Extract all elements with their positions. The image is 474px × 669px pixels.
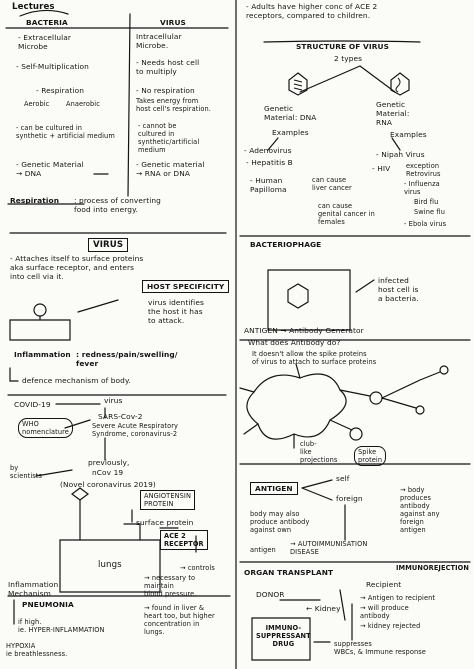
virus-box: VIRUS — [88, 238, 129, 252]
inflammation-mechanism: Inflammation Mechanism — [8, 580, 59, 598]
sars-cov-2: SARS-Cov-2 — [98, 412, 143, 421]
antigen-to-recipient: → Antigen to recipient — [360, 594, 436, 602]
bacteria-anaerobic: Anaerobic — [66, 100, 100, 108]
virus-energy: Takes energy from host cell's respiratio… — [136, 97, 211, 113]
respiration-label: Respiration — [10, 196, 60, 205]
covid-virus: virus — [104, 396, 123, 405]
will-produce: → will produce antibody — [360, 604, 409, 620]
necessary-bp: → necessary to maintain blood pressure. — [144, 574, 197, 598]
heading-lectures: Lectures — [12, 2, 55, 12]
inflammation-defence: defence mechanism of body. — [22, 376, 131, 385]
hepatitis-b: - Hepatitis B — [246, 158, 293, 167]
swine-flu: Swine flu — [414, 208, 445, 216]
adenovirus: - Adenovirus — [244, 146, 292, 155]
virus-genetic: - Genetic material → RNA or DNA — [136, 160, 205, 178]
hypoxia: HYPOXIA ie breathlessness. — [6, 642, 68, 658]
severe-acute: Severe Acute Respiratory Syndrome, coron… — [92, 422, 179, 438]
organ-transplant: ORGAN TRANSPLANT — [244, 568, 334, 577]
bacteria-aerobic: Aerobic — [24, 100, 50, 108]
what-antibody: What does Antibody do? — [248, 338, 341, 347]
antibody-does: It doesn't allow the spike proteins of v… — [252, 350, 377, 366]
inflammation-signs: : redness/pain/swelling/ fever — [76, 350, 178, 368]
donor: DONOR — [256, 590, 285, 599]
bacteria-self-multiplication: - Self-Multiplication — [16, 62, 89, 71]
respiration-definition: : process of converting food into energy… — [74, 196, 161, 214]
infected-host: infected host cell is a bacteria. — [378, 276, 419, 303]
spike-protein: Spike protein — [354, 446, 387, 466]
bacteria-cultured: - can be cultured in synthetic + artific… — [16, 124, 115, 140]
inflammation-label: Inflammation — [14, 350, 71, 359]
kidney: ← Kidney — [306, 604, 341, 613]
host-specificity-text: virus identifies the host it has to atta… — [148, 298, 204, 325]
bacteria-genetic: - Genetic Material → DNA — [16, 160, 84, 178]
ebola: - Ebola virus — [404, 220, 447, 228]
virus-needs-host: - Needs host cell to multiply — [136, 58, 200, 76]
hiv: - HIV — [372, 164, 391, 173]
controls: → controls — [180, 564, 215, 572]
virus-attach: - Attaches itself to surface proteins ak… — [10, 254, 144, 281]
influenza: - Influenza virus — [404, 180, 440, 196]
can-cause-liver: can cause liver cancer — [312, 176, 352, 192]
suppresses: suppresses WBCs, & Immune response — [334, 640, 426, 656]
previously: previously, — [88, 458, 130, 467]
nipah: - Nipah Virus — [376, 150, 425, 159]
surface-protein: surface protein — [136, 518, 194, 527]
dna-virus-icon — [288, 72, 308, 96]
genetic-rna: Genetic Material: RNA — [376, 100, 410, 127]
foreign-body: → body produces antibody against any for… — [400, 486, 440, 534]
human-papilloma: - Human Papilloma — [250, 176, 287, 194]
kidney-rejected: → kidney rejected — [360, 622, 421, 630]
if-high: if high. ie. HYPER-INFLAMMATION — [18, 618, 105, 634]
examples-rna: Examples — [390, 130, 427, 139]
ace2-box: ACE 2 RECEPTOR — [160, 530, 208, 550]
who-nomenclature: WHO nomenclature — [18, 418, 73, 438]
virus-cannot-cultured: - cannot be cultured in synthetic/artifi… — [138, 122, 200, 154]
pneumonia: PNEUMONIA — [22, 600, 74, 609]
angiotensin-box: ANGIOTENSIN PROTEIN — [140, 490, 195, 510]
antigen-line: ANTIGEN → Antibody Generator — [244, 326, 364, 335]
structure-title: STRUCTURE OF VIRUS — [296, 42, 390, 51]
autoimmune: → AUTOIMMUNISATION DISEASE — [290, 540, 368, 556]
virus-intracellular: Intracellular Microbe. — [136, 32, 182, 50]
can-cause-genital: can cause genital cancer in females — [318, 202, 375, 226]
adults-ace2: - Adults have higher conc of ACE 2 recep… — [246, 2, 378, 20]
exception-retrovirus: exception Retrovirus — [406, 162, 441, 178]
antigen-box: ANTIGEN — [250, 482, 298, 495]
self: self — [336, 474, 350, 483]
bird-flu: Bird flu — [414, 198, 439, 206]
genetic-dna: Genetic Material: DNA — [264, 104, 317, 122]
col-bacteria: BACTERIA — [26, 18, 68, 27]
club-like: club- like projections — [300, 440, 338, 464]
host-specificity-box: HOST SPECIFICITY — [142, 280, 230, 293]
virus-no-respiration: - No respiration — [136, 86, 195, 95]
covid: COVID-19 — [14, 400, 51, 409]
immunosuppressant-drug: IMMUNO- SUPPRESSANT DRUG — [256, 624, 311, 648]
bacteriophage: BACTERIOPHAGE — [250, 240, 322, 249]
by-scientists: by scientists — [10, 464, 43, 480]
recipient: Recipient — [366, 580, 402, 589]
col-virus: VIRUS — [160, 18, 186, 27]
ncov-19: nCov 19 — [92, 468, 124, 477]
bacteria-respiration: - Respiration — [36, 86, 84, 95]
found-in-liver: → found in liver & heart too, but higher… — [144, 604, 215, 636]
two-types: 2 types — [334, 54, 363, 63]
rna-virus-icon — [390, 72, 410, 96]
examples-dna: Examples — [272, 128, 309, 137]
body-may: body may also produce antibody against o… — [250, 510, 310, 534]
immunorejection: IMMUNOREJECTION — [396, 564, 470, 572]
novel-coronavirus: (Novel coronavirus 2019) — [60, 480, 156, 489]
foreign: foreign — [336, 494, 363, 503]
bacteria-extracellular: - Extracellular Microbe — [18, 33, 72, 51]
antigen-against: antigen — [250, 546, 276, 554]
lungs: lungs — [98, 560, 122, 570]
